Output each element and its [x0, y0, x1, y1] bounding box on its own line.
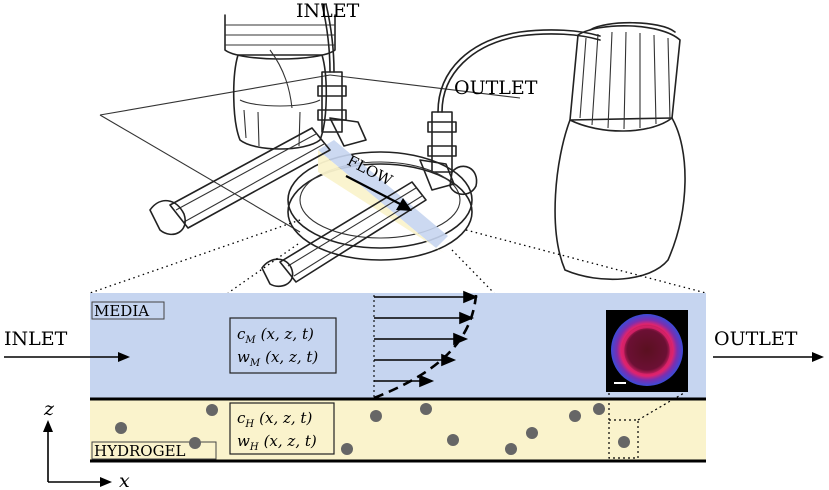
inlet-arrow — [4, 352, 130, 362]
x-axis-label: x — [119, 470, 130, 490]
outlet-arrow — [713, 352, 824, 362]
inlet-top-label: INLET — [296, 0, 360, 22]
hydrogel-equations: cH(x, z, t) wH(x, z, t) — [229, 402, 335, 455]
spheroid-micrograph — [606, 310, 688, 392]
particle — [420, 403, 432, 415]
apparatus-sketch: FLOW INLET OUTLET — [99, 0, 686, 288]
hydrogel-label: HYDROGEL — [94, 442, 186, 460]
zoom-lines — [89, 219, 707, 294]
hydrogel-particles — [115, 403, 630, 455]
outlet-side-label: OUTLET — [714, 328, 798, 350]
outlet-tube — [437, 29, 601, 113]
particle — [115, 422, 127, 434]
zoom-box — [608, 419, 639, 459]
inlet-tube — [321, 3, 331, 73]
particle — [569, 410, 581, 422]
particle — [206, 404, 218, 416]
flow-arrow — [345, 175, 405, 207]
particle — [618, 436, 630, 448]
particle — [505, 443, 517, 455]
inlet-side-label: INLET — [4, 328, 68, 350]
inlet-bottle — [224, 14, 336, 150]
coordinate-axes: z x — [43, 398, 130, 490]
outlet-bottle — [554, 21, 686, 281]
particle — [341, 443, 353, 455]
outlet-top-label: OUTLET — [454, 77, 538, 99]
particle — [526, 427, 538, 439]
petri-dish — [287, 151, 473, 261]
z-axis-label: z — [43, 398, 55, 420]
media-eq-w: wM(x, z, t) — [237, 348, 318, 369]
particle — [370, 410, 382, 422]
media-equations: cM(x, z, t) wM(x, z, t) — [229, 317, 337, 374]
hydrogel-eq-c: cH(x, z, t) — [237, 409, 312, 430]
media-label: MEDIA — [94, 302, 149, 320]
particle — [593, 403, 605, 415]
particle — [189, 437, 201, 449]
hydrogel-eq-w: wH(x, z, t) — [237, 432, 317, 453]
channel-cross-section: MEDIA HYDROGEL cM(x, z, t) wM(x, z, t) c… — [90, 290, 706, 463]
media-eq-c: cM(x, z, t) — [237, 325, 314, 346]
velocity-profile — [373, 290, 479, 400]
syringe-left — [149, 127, 331, 236]
particle — [447, 434, 459, 446]
